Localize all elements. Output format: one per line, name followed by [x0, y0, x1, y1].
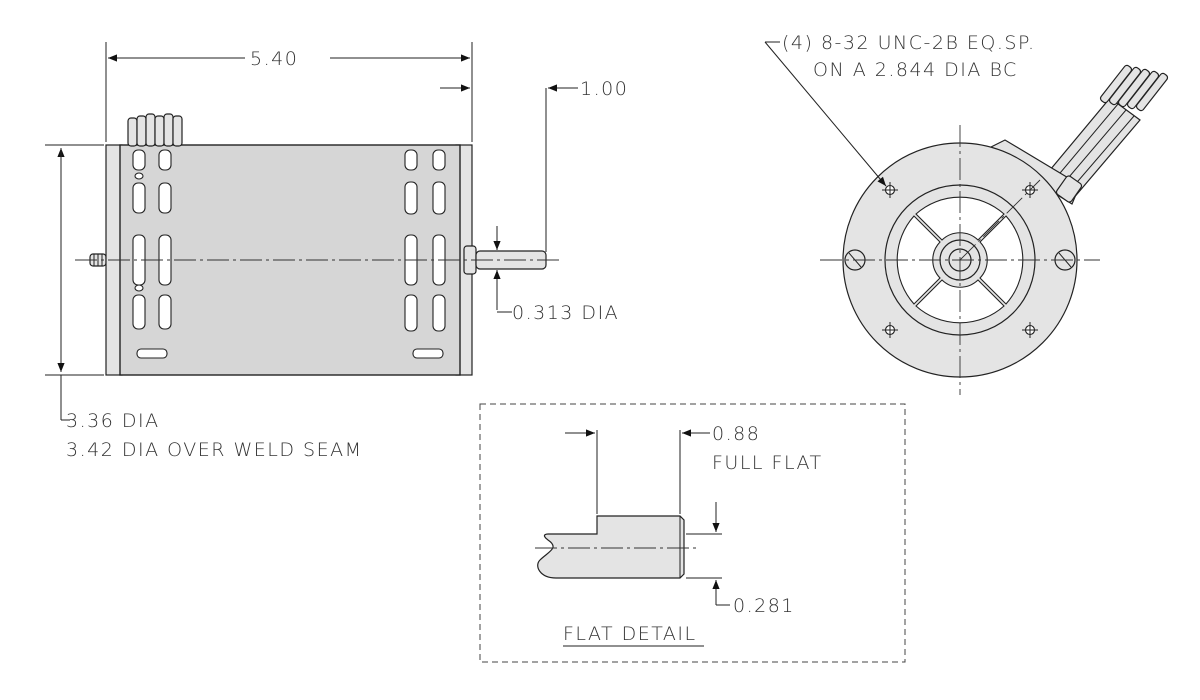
flat-depth-label: 0.281: [733, 595, 795, 617]
dim-shaft-extension: 1.00: [440, 78, 628, 252]
flat-detail-shaft: [537, 515, 685, 579]
vent-slots-right: [404, 149, 446, 359]
dim-shaft-diameter: 0.313 DIA: [493, 226, 619, 324]
flat-length-label-1: 0.88: [712, 423, 760, 445]
mounting-holes-label-2: ON A 2.844 DIA BC: [813, 59, 1018, 81]
shaft-diameter-label: 0.313 DIA: [512, 302, 619, 324]
end-centerline-diag: [959, 179, 1041, 261]
overall-length-label: 5.40: [250, 48, 298, 70]
dim-body-diameter: 3.36 DIA 3.42 DIA OVER WELD SEAM: [45, 144, 362, 461]
shaft-extension-label: 1.00: [580, 78, 628, 100]
body-diameter-label-2: 3.42 DIA OVER WELD SEAM: [66, 439, 362, 461]
flat-detail: 0.88 FULL FLAT 0.281 FLAT DETAIL: [479, 403, 906, 663]
body-diameter-label-1: 3.36 DIA: [66, 410, 160, 432]
side-view: [75, 113, 560, 376]
mounting-holes: [882, 182, 1038, 338]
dim-mounting-holes: (4) 8-32 UNC-2B EQ.SP. ON A 2.844 DIA BC: [764, 32, 1036, 187]
dim-overall-length: 5.40: [105, 42, 473, 142]
mounting-holes-label-1: (4) 8-32 UNC-2B EQ.SP.: [782, 32, 1036, 54]
vent-slots-left: [132, 149, 172, 359]
end-view: [820, 64, 1169, 395]
flat-length-label-2: FULL FLAT: [712, 452, 823, 474]
flat-detail-title: FLAT DETAIL: [563, 623, 697, 645]
lead-wires-top: [127, 113, 183, 147]
flat-detail-frame: [479, 403, 906, 663]
